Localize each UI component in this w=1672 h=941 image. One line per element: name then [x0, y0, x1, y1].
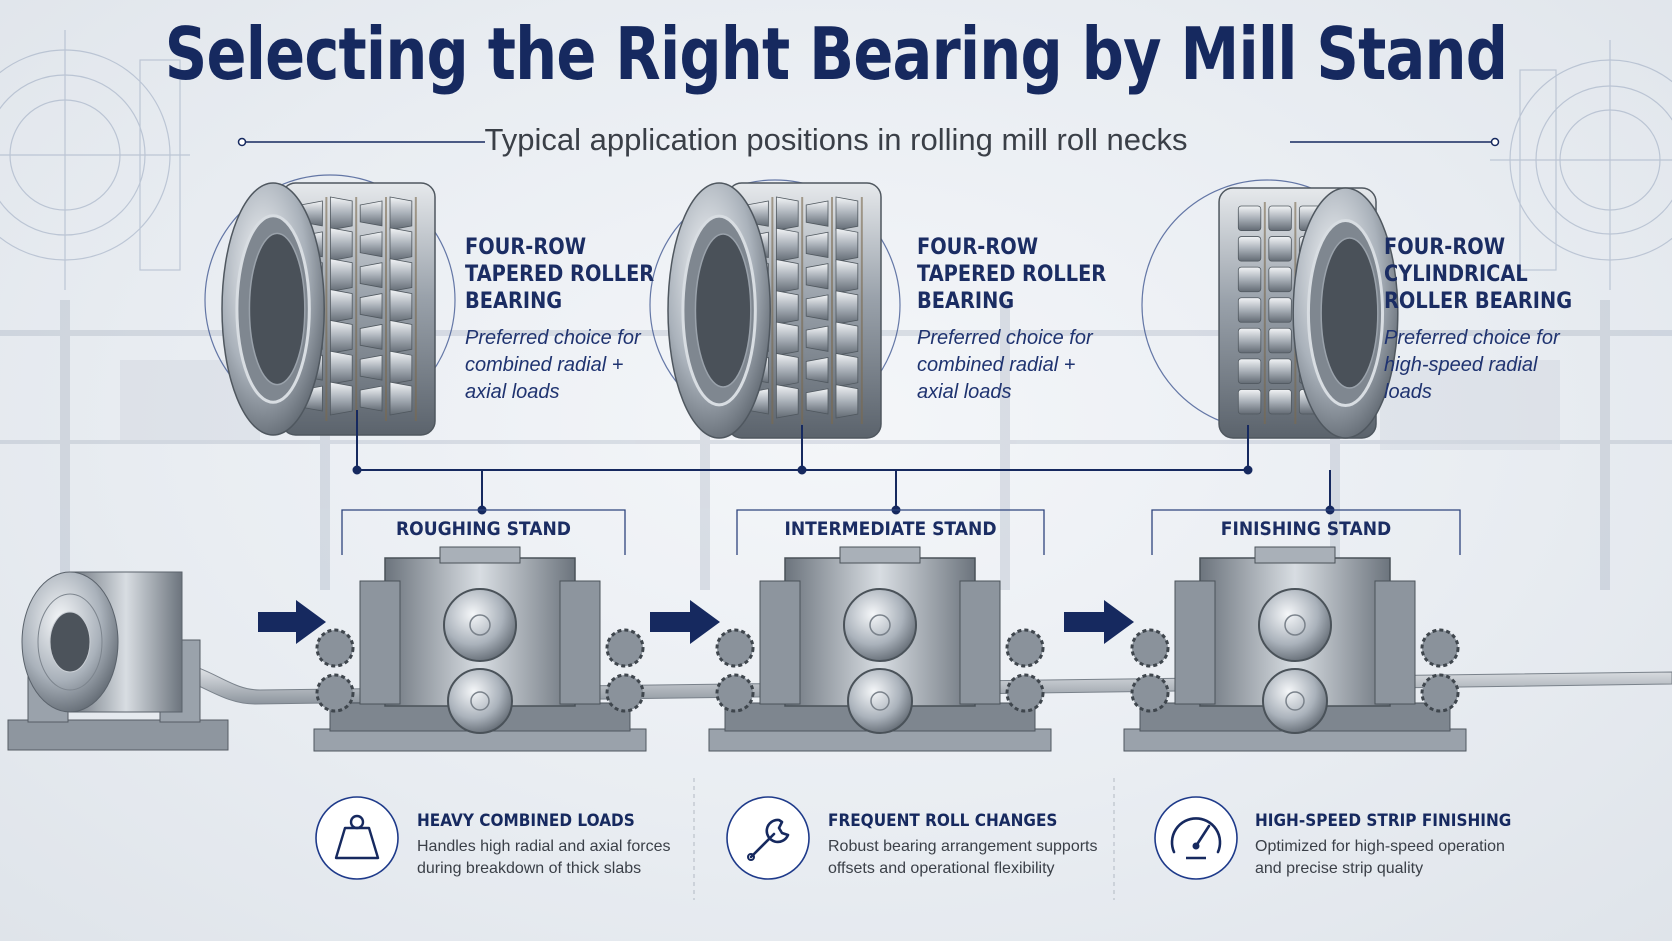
steel-coil — [7, 571, 229, 751]
feature-title-roll-changes: FREQUENT ROLL CHANGES — [828, 811, 1058, 831]
blueprint-right — [1490, 40, 1672, 290]
bearing-name: FOUR-ROW CYLINDRICAL ROLLER BEARING — [1384, 235, 1573, 314]
blueprint-left — [0, 30, 190, 290]
flow-arrow-3 — [1064, 600, 1134, 644]
bearing-description: Preferred choice for combined radial + a… — [465, 327, 641, 403]
bearing-description: Preferred choice for high-speed radial l… — [1384, 327, 1560, 403]
cylindrical-roller-bearing-3 — [1141, 179, 1399, 439]
mill-stand-2 — [708, 546, 1052, 752]
subtitle-rule-right — [1290, 137, 1500, 147]
feature-title-heavy-loads: HEAVY COMBINED LOADS — [417, 811, 635, 831]
page-title: Selecting the Right Bearing by Mill Stan… — [164, 12, 1508, 96]
feature-description-high-speed: Optimized for high-speed operation and p… — [1255, 838, 1505, 877]
tapered-roller-bearing-1 — [204, 174, 456, 436]
wrench-icon — [726, 796, 810, 880]
mill-stand-3 — [1123, 546, 1467, 752]
feature-title-high-speed: HIGH-SPEED STRIP FINISHING — [1255, 811, 1512, 831]
weight-icon — [315, 796, 399, 880]
bearing-card-3: FOUR-ROW CYLINDRICAL ROLLER BEARING Pref… — [1384, 234, 1614, 406]
feature-description-roll-changes: Robust bearing arrangement supports offs… — [828, 838, 1098, 877]
flow-arrow-2 — [650, 600, 720, 644]
stand-label-intermediate: INTERMEDIATE STAND — [784, 518, 997, 540]
stand-label-roughing: ROUGHING STAND — [396, 518, 571, 540]
bearings-layer — [204, 174, 1399, 439]
speedometer-icon — [1154, 796, 1238, 880]
tapered-roller-bearing-2 — [649, 179, 901, 439]
flow-arrow-1 — [258, 600, 326, 644]
stand-label-boxes — [341, 509, 1461, 555]
bearing-description: Preferred choice for combined radial + a… — [917, 327, 1093, 403]
page-subtitle: Typical application positions in rolling… — [484, 122, 1188, 157]
flow-arrows — [258, 600, 1134, 644]
stand-label-finishing: FINISHING STAND — [1220, 518, 1392, 540]
bearing-name: FOUR-ROW TAPERED ROLLER BEARING — [465, 235, 655, 314]
stands-layer — [313, 546, 1467, 752]
subtitle-rule-left — [237, 137, 485, 147]
bearing-card-1: FOUR-ROW TAPERED ROLLER BEARING Preferre… — [465, 234, 695, 406]
mill-stand-1 — [313, 546, 647, 752]
bearing-name: FOUR-ROW TAPERED ROLLER BEARING — [917, 235, 1107, 314]
feature-description-heavy-loads: Handles high radial and axial forces dur… — [417, 838, 671, 877]
bearing-card-2: FOUR-ROW TAPERED ROLLER BEARING Preferre… — [917, 234, 1147, 406]
